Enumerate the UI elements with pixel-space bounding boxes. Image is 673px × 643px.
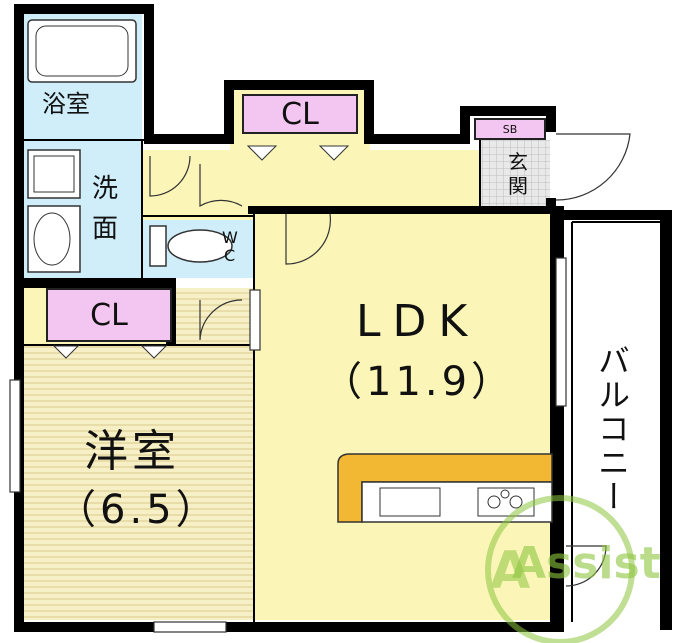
cooktop <box>477 487 535 517</box>
washroom-label-1: 洗 <box>92 174 119 204</box>
ldk-name: LDK <box>356 296 480 347</box>
washroom-label-2: 面 <box>92 214 119 244</box>
balcony-floor <box>572 222 660 622</box>
toilet <box>149 225 233 267</box>
closet-top-label: CL <box>281 96 319 132</box>
shoe-box-label: SB <box>502 122 518 136</box>
doors <box>149 133 631 587</box>
washing-machine <box>27 149 81 199</box>
closet-left: CL <box>46 288 172 342</box>
windows <box>9 257 567 633</box>
western-room-size: （6.5） <box>56 487 220 533</box>
entrance-floor <box>480 140 550 206</box>
assist-watermark: A <box>485 495 635 643</box>
watermark-text: Assist <box>512 538 661 589</box>
entrance-label-2: 関 <box>508 174 528 198</box>
western-room-floor <box>22 345 254 620</box>
closet-top: CL <box>242 94 358 134</box>
kitchen <box>337 453 553 523</box>
interior-walls <box>22 139 660 622</box>
ldk-floor <box>254 214 554 620</box>
bath-label: 浴室 <box>42 90 90 118</box>
toilet-label-1: W <box>222 228 238 247</box>
shoe-box: SB <box>474 118 546 140</box>
toilet-label-2: C <box>224 246 236 265</box>
closet-left-label: CL <box>90 297 128 333</box>
western-corridor-floor <box>172 288 254 348</box>
ldk-size: （11.9） <box>322 359 516 405</box>
washbasin <box>27 205 81 273</box>
balcony-label: バルコニー <box>593 344 631 514</box>
western-room-name: 洋室 <box>84 426 180 477</box>
kitchen-sink <box>379 487 441 517</box>
closet-door-markers <box>52 145 350 359</box>
svg-text:A: A <box>490 541 530 601</box>
entrance-label-1: 玄 <box>508 150 528 174</box>
bathtub <box>27 19 137 83</box>
